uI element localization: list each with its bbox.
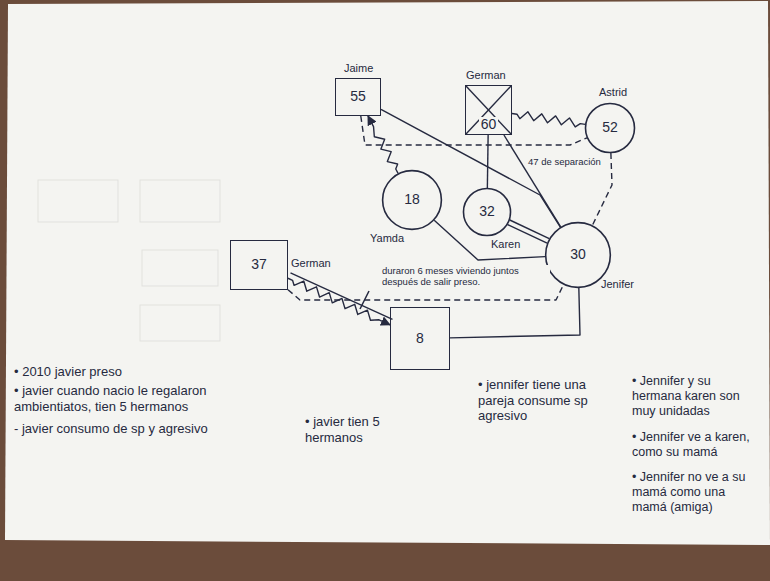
relationship-line bbox=[288, 273, 392, 325]
relationship-note: duraron 6 meses viviendo juntos después … bbox=[380, 265, 550, 288]
relationship-line bbox=[361, 116, 587, 145]
relationship-line bbox=[381, 109, 560, 227]
person-name: German bbox=[291, 257, 331, 269]
age-number: 55 bbox=[350, 89, 366, 104]
case-note: - javier consumo de sp y agresivo bbox=[14, 421, 279, 437]
show-through-box bbox=[140, 180, 220, 222]
case-note: • Jennifer ve a karen, como su mamá bbox=[632, 430, 760, 460]
male-square: 8 bbox=[390, 307, 450, 370]
paper-sheet bbox=[5, 1, 770, 545]
relationship-line bbox=[487, 135, 489, 188]
age-number: 30 bbox=[570, 247, 586, 262]
circle-outline bbox=[463, 188, 510, 235]
relationship-line bbox=[450, 288, 580, 338]
male-square: German37 bbox=[230, 240, 288, 290]
age-number: 32 bbox=[479, 204, 495, 219]
circle-outline bbox=[546, 223, 611, 288]
deceased-male-square: German60 bbox=[465, 85, 512, 135]
conflict-zigzag bbox=[512, 112, 585, 127]
person-name: Jenifer bbox=[601, 278, 634, 290]
distant-line bbox=[361, 116, 587, 145]
relationship-line bbox=[450, 288, 580, 338]
close-bond-line bbox=[510, 220, 549, 239]
relationship-line bbox=[434, 220, 545, 260]
relationship-line bbox=[381, 109, 560, 227]
female-circle: Astrid52 bbox=[585, 103, 635, 153]
show-through-box bbox=[140, 305, 220, 341]
age-number: 18 bbox=[404, 192, 420, 207]
show-through-box bbox=[38, 180, 118, 222]
relationship-line bbox=[504, 135, 561, 227]
relationship-line bbox=[290, 273, 392, 320]
male-square: Jaime55 bbox=[335, 78, 381, 116]
female-circle: Yamda18 bbox=[382, 170, 442, 230]
conflict-zigzag bbox=[288, 278, 390, 325]
female-circle: Jenifer30 bbox=[545, 222, 611, 288]
relationship-line bbox=[368, 116, 398, 173]
deceased-cross bbox=[466, 86, 511, 134]
person-name: Yamda bbox=[370, 232, 404, 244]
age-number: 8 bbox=[416, 331, 424, 346]
age-number: 60 bbox=[479, 117, 499, 132]
case-note: • Jennifer y su hermana karen son muy un… bbox=[632, 374, 760, 419]
circle-outline bbox=[383, 171, 442, 230]
circle-outline bbox=[586, 104, 635, 153]
conflict-zigzag bbox=[368, 116, 398, 173]
age-number: 52 bbox=[602, 120, 618, 135]
case-note: • javier tien 5 hermanos bbox=[305, 414, 430, 445]
person-name: Astrid bbox=[599, 86, 627, 98]
relationship-line bbox=[434, 220, 545, 260]
relationship-line bbox=[504, 135, 561, 227]
case-note: • Jennifer no ve a su mamá como una mamá… bbox=[632, 470, 760, 515]
person-name: German bbox=[466, 69, 506, 81]
show-through-box bbox=[142, 250, 218, 286]
person-name: Jaime bbox=[344, 62, 373, 74]
case-note: • 2010 javier preso bbox=[14, 364, 274, 380]
deceased-cross bbox=[466, 86, 511, 134]
relationship-note: 47 de separación bbox=[526, 156, 603, 167]
case-note: • jennifer tiene una pareja consume sp a… bbox=[478, 377, 616, 424]
relationship-line bbox=[487, 135, 489, 188]
relationship-line bbox=[512, 112, 585, 127]
person-name: Karen bbox=[491, 238, 520, 250]
age-number: 37 bbox=[251, 257, 267, 272]
female-circle: Karen32 bbox=[463, 188, 511, 236]
case-note: • javier cuando nacio le regalaron ambie… bbox=[14, 383, 274, 414]
